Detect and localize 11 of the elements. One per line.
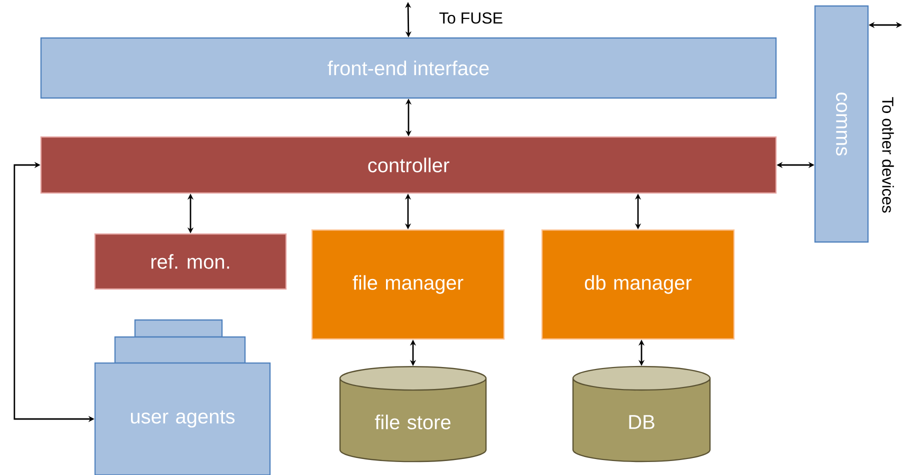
process-box: ref. mon. [94,233,287,290]
interface-box: front-end interface [40,37,777,99]
process-box: file manager [311,229,505,340]
edge-label: To FUSE [438,11,504,25]
comms-box: comms [814,5,869,243]
stacked-box: user agents [94,319,271,475]
storage-cylinder: DB [572,366,711,462]
edge-label: To other devices [881,96,895,214]
process-box: db manager [541,229,735,340]
storage-cylinder: file store [339,366,487,462]
controller-box: controller [40,136,777,194]
